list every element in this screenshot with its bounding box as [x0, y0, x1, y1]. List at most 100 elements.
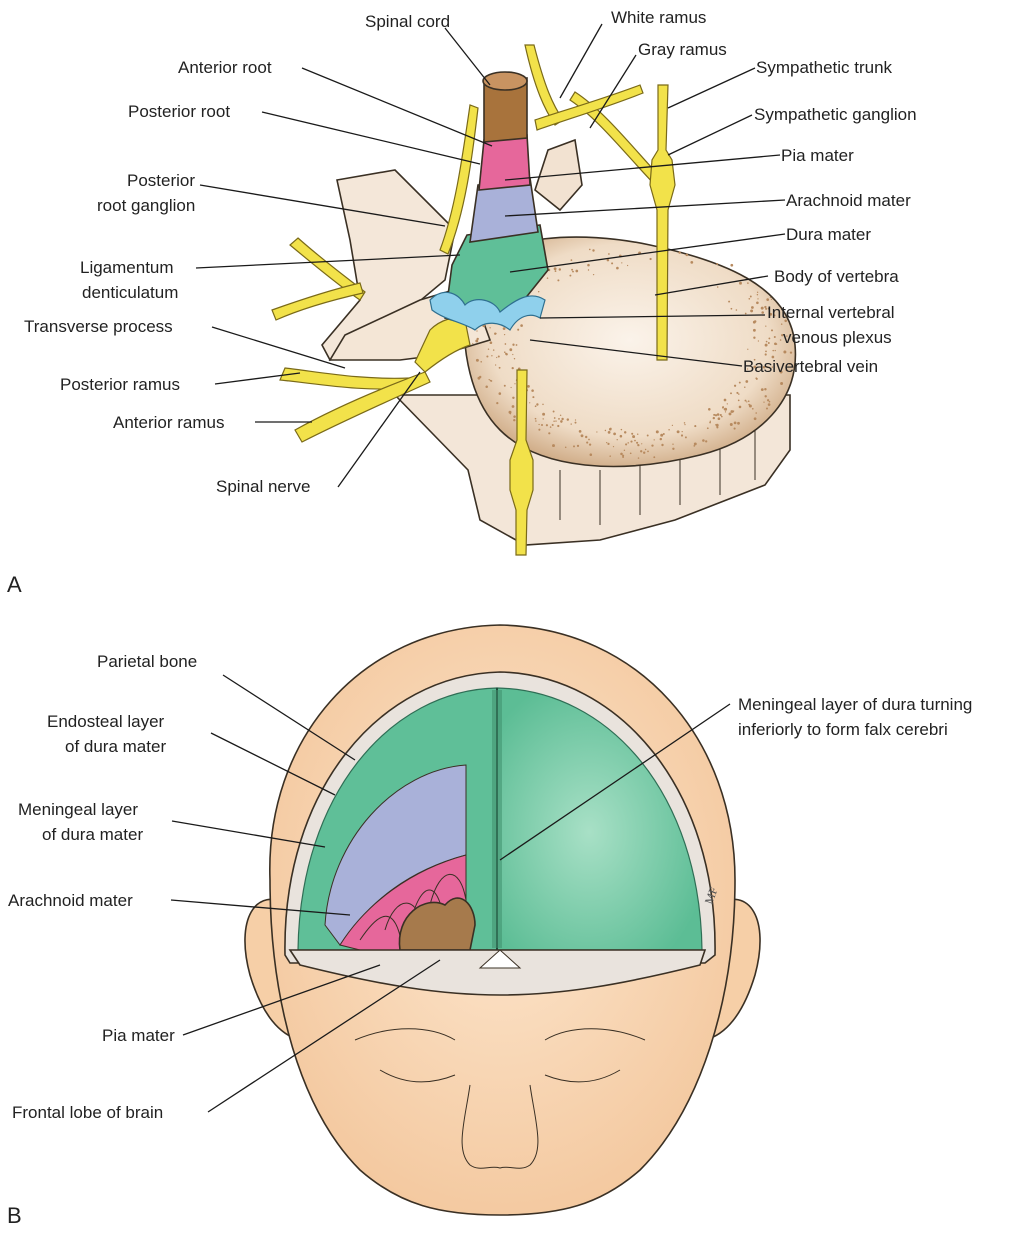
- bone-stipple-dot: [621, 429, 622, 430]
- bone-stipple-dot: [672, 443, 673, 444]
- bone-stipple-dot: [768, 337, 770, 339]
- bone-stipple-dot: [718, 417, 721, 420]
- bone-stipple-dot: [589, 249, 591, 251]
- panel-b-head-illustration: MF: [245, 625, 760, 1215]
- bone-stipple-dot: [475, 340, 478, 343]
- bone-stipple-dot: [504, 334, 505, 335]
- bone-stipple-dot: [709, 422, 711, 424]
- bone-stipple-dot: [694, 442, 697, 445]
- bone-stipple-dot: [588, 269, 589, 270]
- bone-stipple-dot: [577, 445, 579, 447]
- bone-stipple-dot: [611, 262, 613, 264]
- bone-stipple-dot: [572, 271, 574, 273]
- bone-stipple-dot: [761, 307, 764, 310]
- bone-stipple-dot: [516, 344, 518, 346]
- bone-stipple-dot: [514, 358, 515, 359]
- label-posterior-root: Posterior root: [128, 102, 230, 121]
- bone-stipple-dot: [555, 270, 557, 272]
- bone-stipple-dot: [738, 400, 740, 402]
- bone-stipple-dot: [575, 419, 576, 420]
- bone-stipple-dot: [575, 270, 578, 273]
- bone-stipple-dot: [547, 277, 549, 279]
- leader-posterior-root: [262, 112, 480, 164]
- bone-stipple-dot: [640, 450, 642, 452]
- bone-stipple-dot: [641, 443, 642, 444]
- bone-stipple-dot: [771, 299, 772, 300]
- bone-stipple-dot: [656, 430, 659, 433]
- label-basivertebral-vein: Basivertebral vein: [743, 357, 878, 376]
- bone-stipple-dot: [724, 408, 727, 411]
- bone-stipple-dot: [754, 417, 757, 420]
- bone-stipple-dot: [542, 413, 545, 416]
- bone-stipple-dot: [724, 399, 727, 402]
- bone-stipple-dot: [499, 392, 502, 395]
- bone-stipple-dot: [571, 269, 573, 271]
- bone-stipple-dot: [512, 354, 513, 355]
- bone-stipple-dot: [767, 399, 769, 401]
- bone-stipple-dot: [535, 418, 537, 420]
- bone-stipple-dot: [645, 449, 646, 450]
- bone-stipple-dot: [555, 420, 556, 421]
- bone-stipple-dot: [684, 424, 685, 425]
- panel-letter-a: A: [7, 572, 22, 597]
- bone-stipple-dot: [610, 428, 612, 430]
- bone-stipple-dot: [593, 274, 594, 275]
- bone-stipple-dot: [605, 430, 606, 431]
- bone-stipple-dot: [774, 336, 776, 338]
- bone-stipple-dot: [546, 424, 548, 426]
- bone-stipple-dot: [504, 351, 506, 353]
- bone-stipple-dot: [548, 432, 550, 434]
- bone-stipple-dot: [653, 456, 655, 458]
- bone-stipple-dot: [509, 411, 512, 414]
- bone-stipple-dot: [532, 396, 534, 398]
- bone-stipple-dot: [632, 435, 635, 438]
- bone-stipple-dot: [552, 444, 555, 447]
- bone-stipple-dot: [748, 298, 750, 300]
- bone-stipple-dot: [765, 344, 768, 347]
- bone-stipple-dot: [624, 450, 625, 451]
- falx-strip: [492, 690, 502, 948]
- bone-stipple-dot: [755, 377, 757, 379]
- bone-stipple-dot: [609, 455, 611, 457]
- label-meningeal-line2: of dura mater: [42, 825, 143, 844]
- bone-stipple-dot: [736, 309, 738, 311]
- bone-stipple-dot: [485, 385, 488, 388]
- bone-stipple-dot: [493, 349, 494, 350]
- label-pia-mater-b: Pia mater: [102, 1026, 175, 1045]
- bone-stipple-dot: [768, 403, 771, 406]
- bone-stipple-dot: [739, 382, 741, 384]
- bone-stipple-dot: [660, 434, 663, 437]
- bone-stipple-dot: [496, 402, 498, 404]
- bone-stipple-dot: [541, 424, 543, 426]
- leader-sympathetic-trunk: [668, 68, 755, 108]
- bone-stipple-dot: [765, 395, 767, 397]
- bone-stipple-dot: [766, 341, 768, 343]
- leader-white-ramus: [560, 24, 602, 98]
- bone-stipple-dot: [736, 392, 738, 394]
- bone-stipple-dot: [721, 416, 723, 418]
- bone-stipple-dot: [694, 425, 696, 427]
- bone-stipple-dot: [630, 441, 632, 443]
- bone-stipple-dot: [703, 440, 704, 441]
- bone-stipple-dot: [495, 364, 496, 365]
- bone-stipple-dot: [727, 403, 728, 404]
- panel-letter-b: B: [7, 1203, 22, 1228]
- bone-stipple-dot: [661, 444, 663, 446]
- bone-stipple-dot: [480, 361, 482, 363]
- bone-stipple-dot: [672, 425, 673, 426]
- bone-stipple-dot: [710, 421, 711, 422]
- bone-stipple-dot: [490, 341, 493, 344]
- bone-stipple-dot: [716, 263, 718, 265]
- bone-stipple-dot: [761, 388, 764, 391]
- bone-stipple-dot: [708, 408, 711, 411]
- label-falx-line2: inferiorly to form falx cerebri: [738, 720, 948, 739]
- bone-stipple-dot: [713, 414, 715, 416]
- bone-stipple-dot: [756, 301, 759, 304]
- bone-stipple-dot: [496, 357, 497, 358]
- bone-stipple-dot: [744, 386, 745, 387]
- bone-stipple-dot: [499, 367, 501, 369]
- bone-stipple-dot: [717, 413, 720, 416]
- bone-stipple-dot: [538, 291, 539, 292]
- bone-stipple-dot: [654, 439, 655, 440]
